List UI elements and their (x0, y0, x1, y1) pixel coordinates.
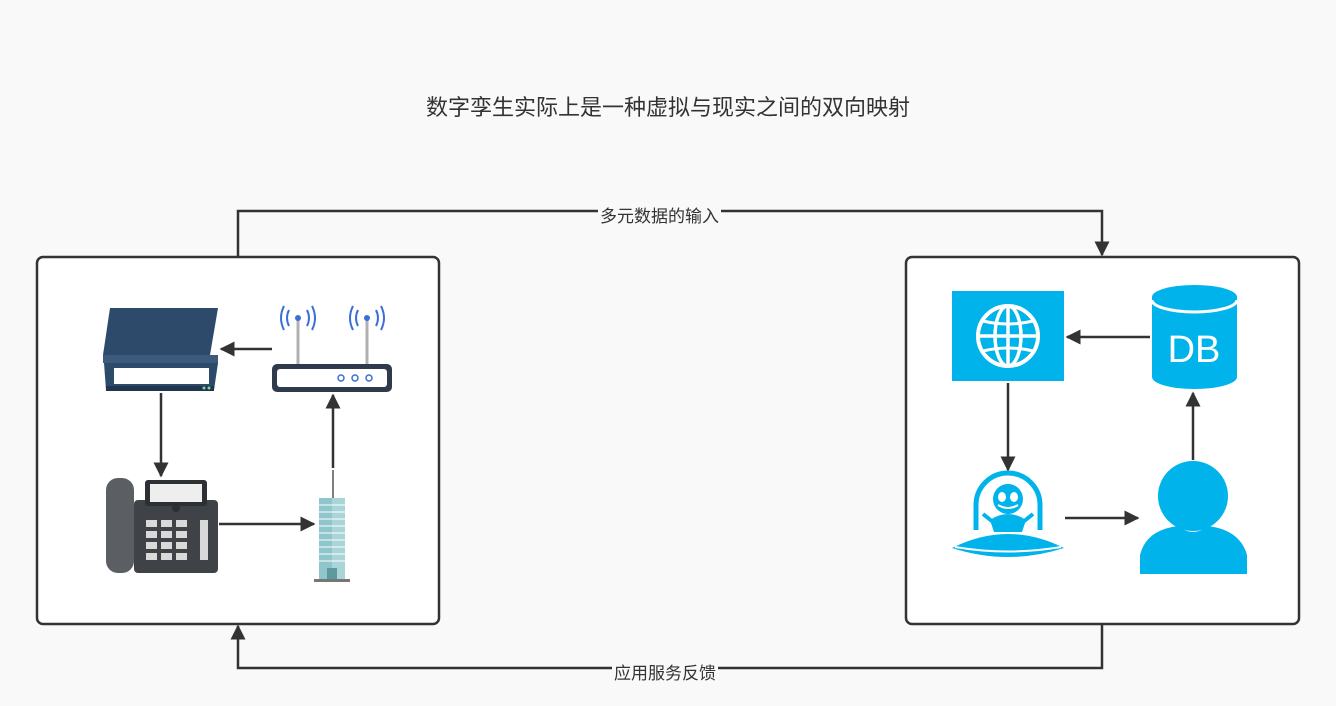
service-feedback-label: 应用服务反馈 (612, 659, 718, 684)
scanner-icon (103, 308, 218, 391)
database-icon: DB (1150, 285, 1239, 389)
physical-world-box (35, 255, 441, 626)
user-icon (1140, 461, 1247, 574)
robot-ufo-icon (952, 470, 1064, 557)
desk-phone-icon (106, 478, 218, 573)
database-label: DB (1168, 329, 1221, 371)
diagram-title: 数字孪生实际上是一种虚拟与现实之间的双向映射 (425, 96, 910, 121)
office-building-icon (314, 470, 350, 582)
wifi-router-icon (272, 305, 392, 392)
globe-icon (952, 291, 1064, 381)
data-input-label: 多元数据的输入 (598, 202, 721, 227)
